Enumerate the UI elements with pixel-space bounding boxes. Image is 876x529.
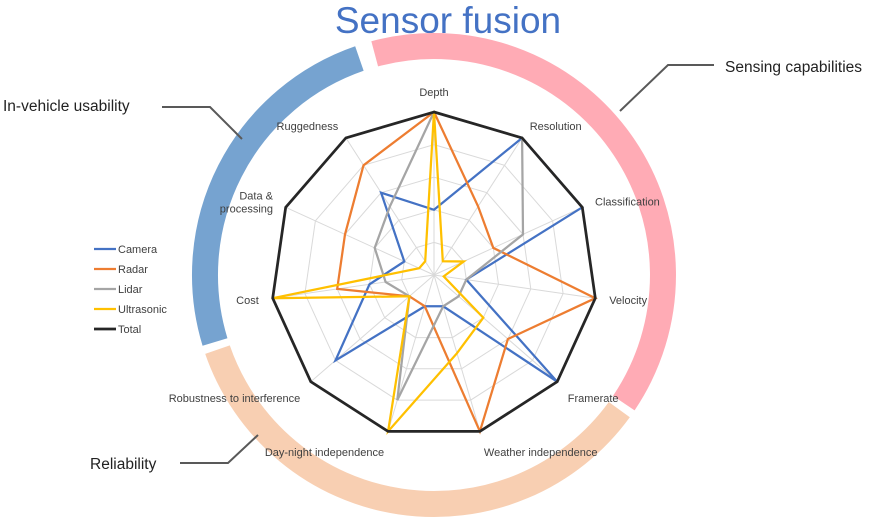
legend-label-camera: Camera [118,244,158,256]
series-ultrasonic [272,111,485,436]
axis-label-ruggedness: Ruggedness [277,121,339,133]
axis-label-resolution: Resolution [530,121,582,133]
radar-grid [272,111,596,432]
legend-label-ultrasonic: Ultrasonic [118,304,167,316]
reliability-callout [180,434,259,464]
grid-spoke [272,274,435,299]
grid-ring [336,176,532,370]
grid-spoke [310,274,435,383]
grid-spoke [285,206,435,276]
axis-label-robustness-to-interference: Robustness to interference [169,393,300,405]
series-radar [335,110,598,435]
grid-ring [368,209,500,339]
sensing-capabilities-band [371,33,676,411]
in-vehicle-usability-label: In-vehicle usability [3,98,130,115]
grid-spoke [433,274,558,383]
grid-spoke [433,274,596,299]
axis-label-depth: Depth [419,87,448,99]
grid-spoke [387,274,435,432]
axis-label-velocity: Velocity [609,295,647,307]
axis-label-classification: Classification [595,197,660,209]
grid-spoke [433,206,583,276]
radar-series [271,110,598,436]
legend-label-lidar: Lidar [118,284,143,296]
category-bands [192,33,676,517]
in-vehicle-usability-band [192,46,364,346]
grid-ring [304,144,564,401]
axis-label-data-processing: Data &processing [220,191,274,216]
sensing-capabilities-callout [619,64,714,112]
axis-labels: DepthResolutionClassificationVelocityFra… [169,87,660,459]
series-lidar [373,110,525,401]
axis-label-day-night-independence: Day-night independence [265,447,384,459]
series-total [271,110,597,433]
sensing-capabilities-label: Sensing capabilities [725,59,862,76]
legend-label-radar: Radar [118,264,148,276]
axis-label-weather-independence: Weather independence [484,447,598,459]
reliability-band [205,345,630,517]
reliability-label: Reliability [90,456,157,473]
axis-label-framerate: Framerate [568,393,619,405]
legend-label-total: Total [118,324,141,336]
axis-label-cost: Cost [236,295,259,307]
in-vehicle-usability-callout [162,106,243,140]
